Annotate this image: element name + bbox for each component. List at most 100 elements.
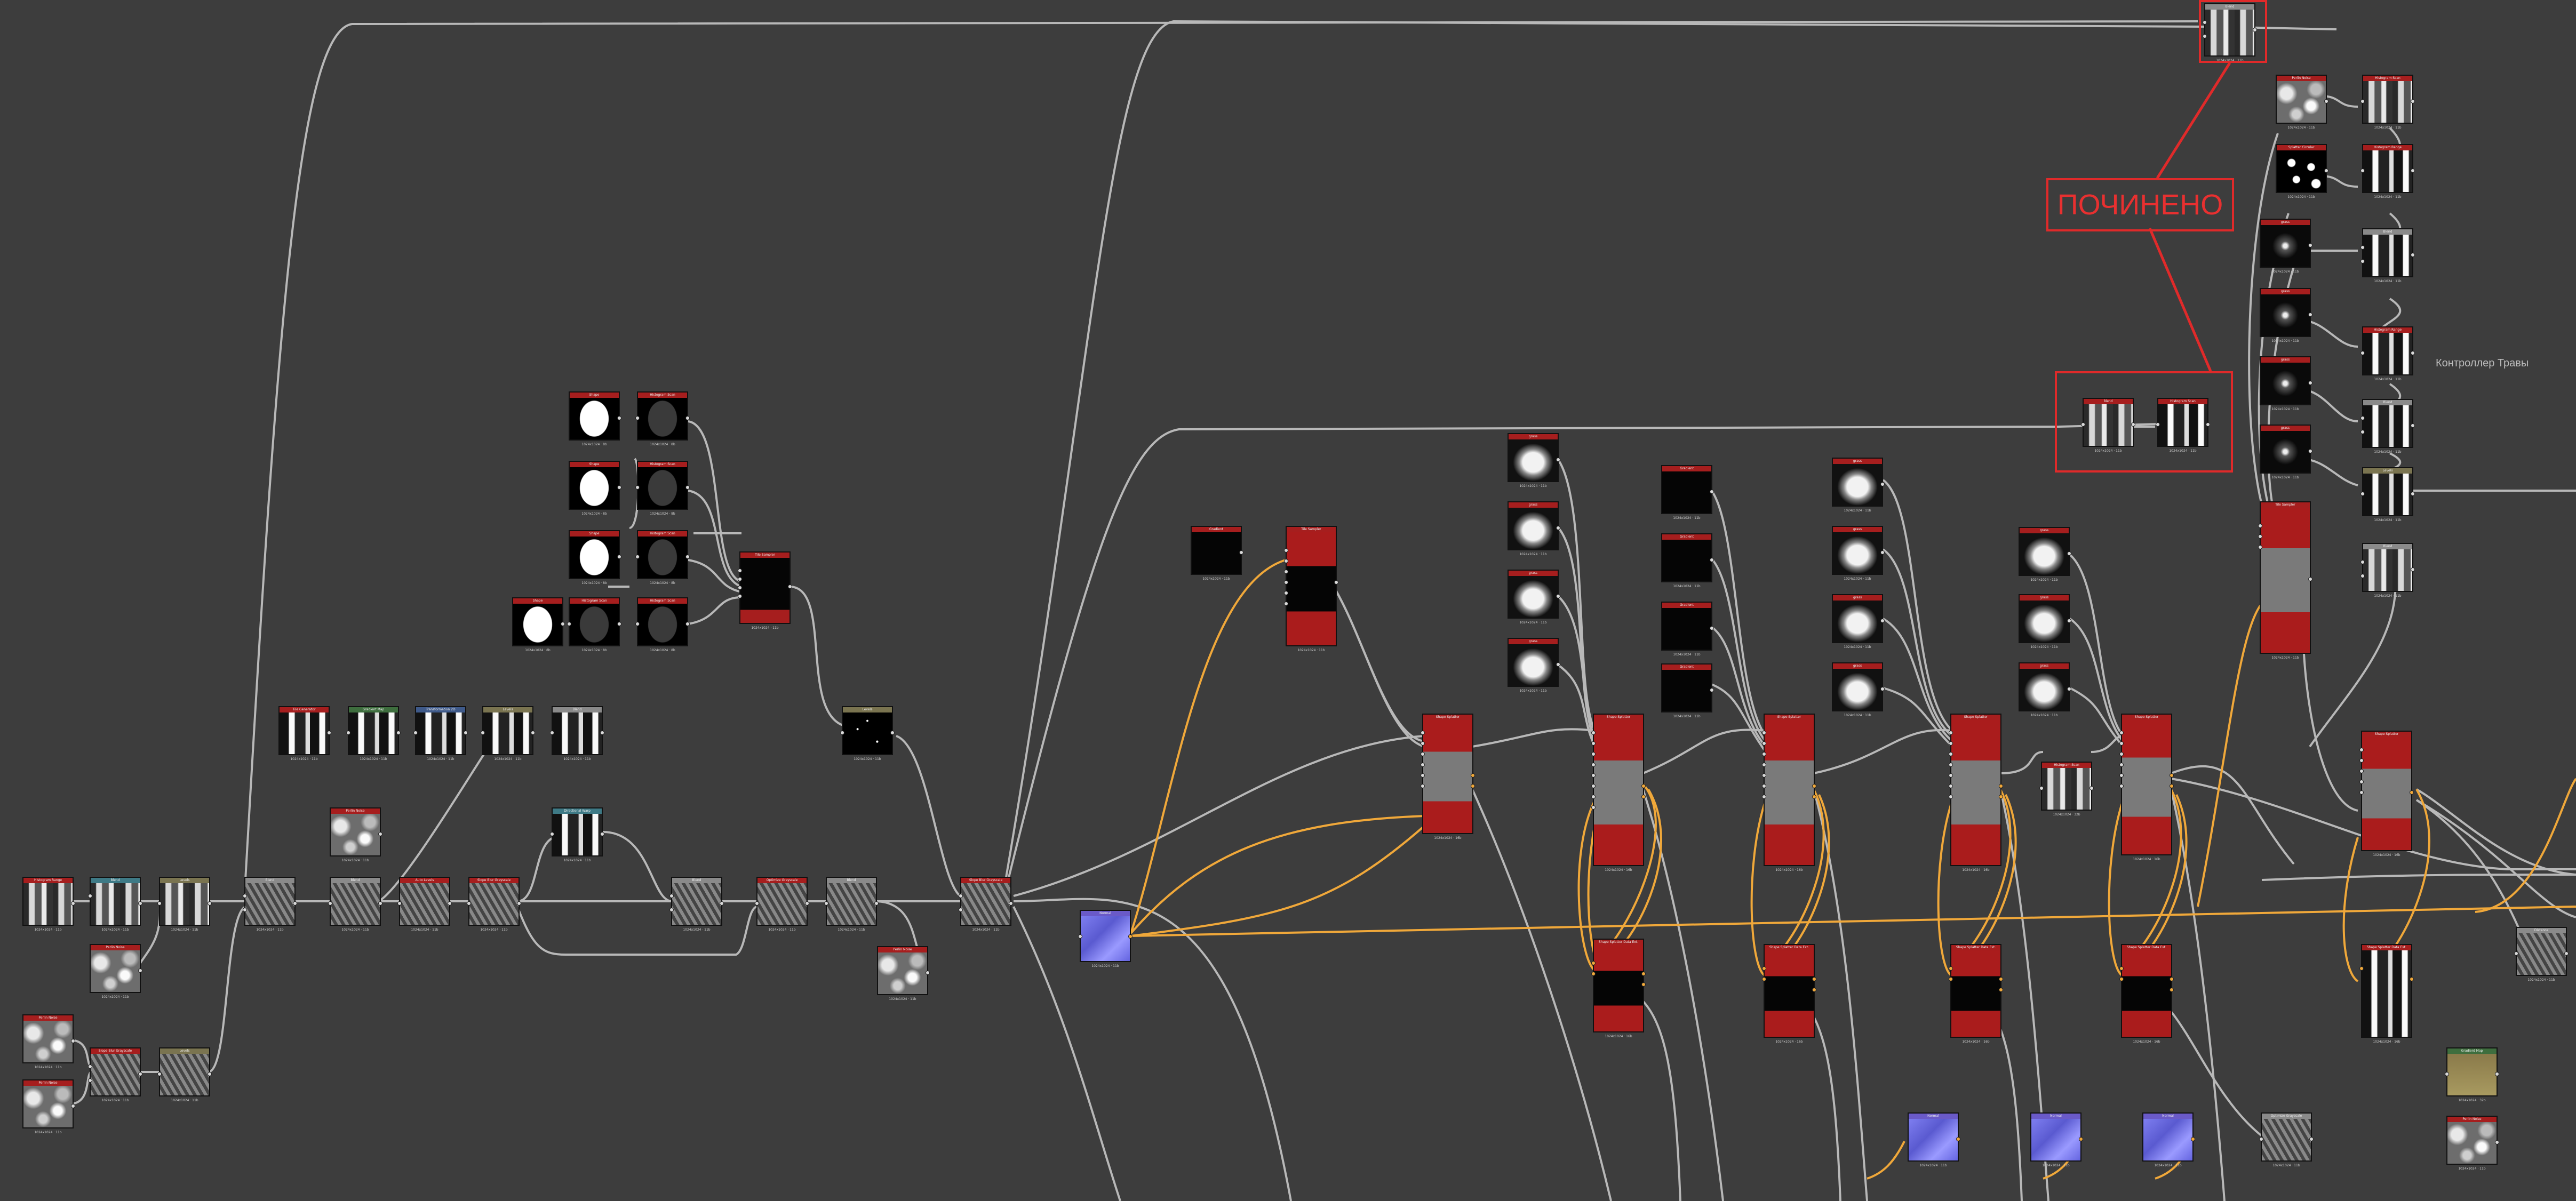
input-port[interactable] <box>413 731 418 735</box>
input-port[interactable] <box>1949 795 1953 799</box>
input-port[interactable] <box>959 894 963 898</box>
output-port[interactable] <box>2410 977 2414 981</box>
output-port[interactable] <box>1471 773 1475 778</box>
input-port[interactable] <box>635 555 640 559</box>
input-port[interactable] <box>2119 977 2124 981</box>
input-port[interactable] <box>635 622 640 626</box>
input-port[interactable] <box>1421 763 1425 767</box>
gradient-node-2[interactable]: Gradient 1024x1024 · 11b <box>1661 465 1714 520</box>
output-port[interactable] <box>1710 688 1714 692</box>
input-port[interactable] <box>2359 758 2364 763</box>
output-port[interactable] <box>2089 786 2094 790</box>
output-port[interactable] <box>1812 977 1816 981</box>
input-port[interactable] <box>1284 602 1288 606</box>
input-port[interactable] <box>346 731 350 735</box>
input-port[interactable] <box>243 894 247 898</box>
blend-node-5[interactable]: Blend 1024x1024 · 11b <box>824 877 879 932</box>
input-port[interactable] <box>397 901 402 906</box>
output-port[interactable] <box>138 901 142 906</box>
output-port[interactable] <box>2131 422 2135 427</box>
distance-node[interactable]: Distance 1024x1024 · 11b <box>2514 927 2569 982</box>
input-port[interactable] <box>2360 560 2365 564</box>
input-port[interactable] <box>1949 731 1953 735</box>
output-port[interactable] <box>2206 422 2210 427</box>
input-port[interactable] <box>1949 763 1953 767</box>
input-port[interactable] <box>2258 534 2262 539</box>
output-port[interactable] <box>1641 982 1646 987</box>
input-port[interactable] <box>1762 966 1766 971</box>
output-port[interactable] <box>2067 551 2071 556</box>
input-port[interactable] <box>2360 259 2365 263</box>
output-port[interactable] <box>1812 784 1816 788</box>
shape-splatter-node-2[interactable]: Shape Splatter 1024x1024 · 16b <box>1591 714 1646 872</box>
input-port[interactable] <box>2258 545 2262 549</box>
output-port[interactable] <box>1999 988 2003 992</box>
levels-node[interactable]: Levels 1024x1024 · 11b <box>157 877 212 932</box>
output-port[interactable] <box>1880 687 1885 691</box>
input-port[interactable] <box>738 577 742 581</box>
input-port[interactable] <box>2119 752 2124 756</box>
histogram-scan-node-7[interactable]: Histogram Scan 1024x1024 · 11b <box>2360 75 2415 130</box>
input-port[interactable] <box>2359 769 2364 773</box>
input-port[interactable] <box>2258 524 2262 528</box>
histogram-scan-fixed-node[interactable]: Histogram Scan 1024x1024 · 11b <box>2156 398 2210 453</box>
output-port[interactable] <box>2170 784 2174 788</box>
output-port[interactable] <box>1334 580 1338 585</box>
input-port[interactable] <box>1591 741 1596 746</box>
output-port[interactable] <box>1556 526 1560 530</box>
output-port[interactable] <box>2067 687 2071 691</box>
grass-shape-node-6[interactable]: grass 1024x1024 · 11b <box>1832 526 1885 581</box>
normal-node-2[interactable]: Normal 1024x1024 · 11b <box>1908 1112 1960 1167</box>
output-port[interactable] <box>2411 253 2415 257</box>
histogram-scan-node-4[interactable]: Histogram Scan 1024x1024 · 8b <box>567 597 621 652</box>
output-port[interactable] <box>1880 619 1885 623</box>
input-port[interactable] <box>2119 966 2124 971</box>
input-port[interactable] <box>1421 773 1425 778</box>
output-port[interactable] <box>1641 784 1646 788</box>
shape-splatter-node-3[interactable]: Shape Splatter 1024x1024 · 16b <box>1762 714 1816 872</box>
splatter-data-node-2[interactable]: Shape Splatter Data Ext. 1024x1024 · 16b <box>1762 944 1816 1044</box>
grass-star-node[interactable]: grass 1024x1024 · 11b <box>2260 219 2312 274</box>
splatter-data-node[interactable]: Shape Splatter Data Ext. 1024x1024 · 16b <box>1591 939 1646 1038</box>
shape-splatter-node-4[interactable]: Shape Splatter 1024x1024 · 16b <box>1949 714 2003 872</box>
output-port[interactable] <box>378 901 382 906</box>
output-port[interactable] <box>1641 795 1646 799</box>
input-port[interactable] <box>669 908 674 912</box>
output-port[interactable] <box>2411 492 2415 496</box>
input-port[interactable] <box>481 731 485 735</box>
input-port[interactable] <box>1591 961 1596 965</box>
output-port[interactable] <box>138 968 142 973</box>
output-port[interactable] <box>720 901 724 906</box>
grass-shape-node-5[interactable]: grass 1024x1024 · 11b <box>1832 458 1885 513</box>
input-port[interactable] <box>824 901 828 906</box>
output-port[interactable] <box>517 901 521 906</box>
splatter-data-node-4[interactable]: Shape Splatter Data Ext. 1024x1024 · 16b <box>2119 944 2174 1044</box>
output-port[interactable] <box>2308 243 2312 247</box>
grass-shape-node-4[interactable]: grass 1024x1024 · 11b <box>1508 638 1560 693</box>
levels-node-4[interactable]: Levels 1024x1024 · 11b <box>840 706 895 761</box>
input-port[interactable] <box>2156 422 2160 427</box>
input-port[interactable] <box>243 908 247 912</box>
output-port[interactable] <box>890 731 895 735</box>
input-port[interactable] <box>1949 752 1953 756</box>
shape-splatter-node-5[interactable]: Shape Splatter 1024x1024 · 16b <box>2119 714 2174 861</box>
grass-star-node-3[interactable]: grass 1024x1024 · 11b <box>2260 356 2312 411</box>
input-port[interactable] <box>2360 245 2365 250</box>
output-port[interactable] <box>1999 977 2003 981</box>
blend-node-9[interactable]: Blend 1024x1024 · 11b <box>2360 543 2415 598</box>
input-port[interactable] <box>1591 763 1596 767</box>
output-port[interactable] <box>531 731 535 735</box>
blend-node-4[interactable]: Blend 1024x1024 · 11b <box>669 877 724 932</box>
gradient-node[interactable]: Gradient 1024x1024 · 11b <box>1191 526 1243 581</box>
input-port[interactable] <box>1421 784 1425 788</box>
output-port[interactable] <box>1556 662 1560 667</box>
blend-node-3[interactable]: Blend 1024x1024 · 11b <box>328 877 382 932</box>
tile-sampler-node-3[interactable]: Tile Sampler 1024x1024 · 11b <box>2258 501 2312 660</box>
input-port[interactable] <box>669 894 674 898</box>
input-port[interactable] <box>550 731 554 735</box>
output-port[interactable] <box>2411 423 2415 428</box>
output-port[interactable] <box>1956 1137 1960 1141</box>
input-port[interactable] <box>1762 731 1766 735</box>
output-port[interactable] <box>464 731 468 735</box>
